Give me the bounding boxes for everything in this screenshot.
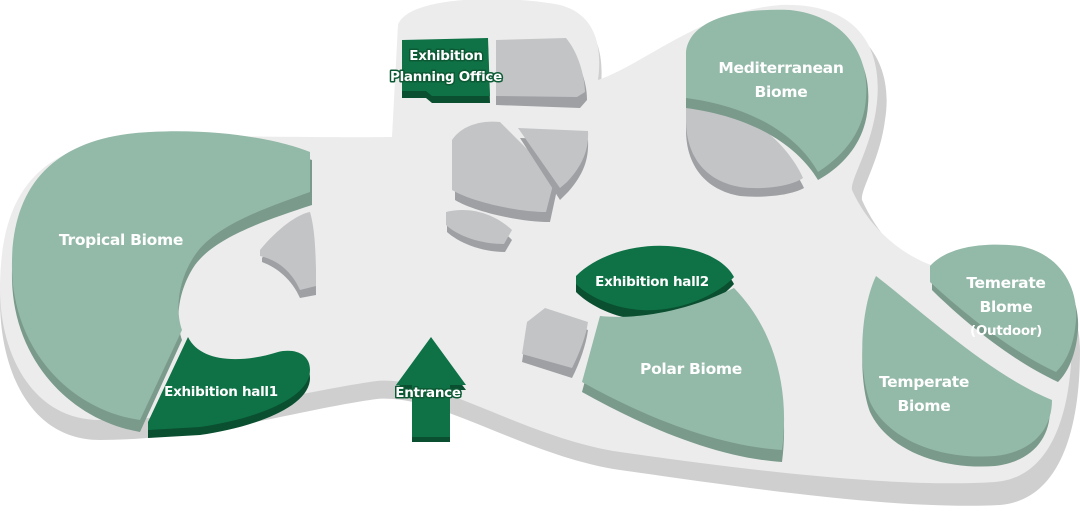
room-west[interactable]	[260, 212, 316, 290]
polar-biome[interactable]: Polar Biome	[582, 288, 785, 462]
mediterranean-biome[interactable]: Mediterranean Biome	[686, 9, 869, 180]
exhibition-planning-office[interactable]: Exhibition Planning Office	[389, 38, 504, 103]
mediterranean-biome-shape	[686, 9, 867, 172]
exhibition-hall2-shape	[576, 245, 734, 311]
polar-biome-label: Polar Biome	[640, 360, 742, 378]
service-rooms	[260, 38, 804, 378]
exhibition-hall1-shape	[148, 337, 310, 430]
entrance[interactable]: Entrance	[394, 337, 466, 442]
exhibition-hall1-label: Exhibition hall1	[164, 384, 278, 400]
exhibition-hall1[interactable]: Exhibition hall1	[148, 337, 310, 438]
temerate-outdoor-shape	[930, 244, 1077, 372]
exhibition-hall2[interactable]: Exhibition hall2	[576, 245, 734, 321]
room-wedge-1[interactable]	[452, 121, 555, 212]
room-north-top[interactable]	[496, 38, 585, 97]
temerate-outdoor-biome[interactable]: Temerate Blome (Outdoor)	[930, 244, 1079, 382]
planning-office-label-line2: Planning Office	[390, 69, 502, 85]
mediterranean-biome-label-line2: Biome	[755, 83, 808, 101]
temperate-biome-label-line2: Biome	[898, 397, 951, 415]
entrance-label: Entrance	[395, 385, 461, 401]
temerate-outdoor-label-line1: Temerate	[966, 274, 1045, 292]
temperate-biome-label-line1: Temperate	[879, 373, 969, 391]
planning-office-shape	[402, 38, 490, 96]
room-wedge-3[interactable]	[446, 210, 512, 244]
temperate-biome-shape	[862, 276, 1052, 457]
up-arrow-icon-face	[396, 337, 466, 437]
temerate-outdoor-label-line2: Blome	[980, 298, 1033, 316]
temerate-outdoor-label-line3: (Outdoor)	[970, 323, 1042, 339]
room-wedge-2[interactable]	[518, 128, 589, 188]
room-south[interactable]	[522, 308, 588, 368]
tropical-biome-label: Tropical Biome	[59, 231, 183, 249]
polar-biome-shape	[582, 288, 785, 450]
room-northeast[interactable]	[686, 100, 803, 189]
exhibition-hall2-label: Exhibition hall2	[595, 274, 709, 290]
tropical-biome-shape	[11, 131, 310, 420]
temperate-biome[interactable]: Temperate Biome	[862, 276, 1052, 467]
planning-office-label-line1: Exhibition	[409, 48, 482, 64]
mediterranean-biome-label-line1: Mediterranean	[718, 59, 843, 77]
tropical-biome[interactable]: Tropical Biome	[11, 131, 312, 433]
